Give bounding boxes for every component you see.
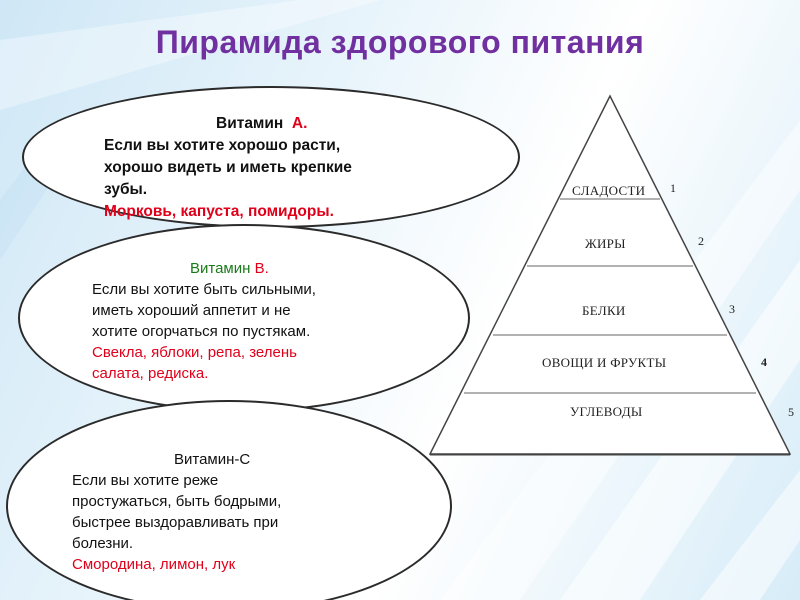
vitamin-a-line: хорошо видеть и иметь крепкие — [104, 159, 352, 176]
vitamin-b-heading: Витамин В. — [190, 260, 269, 277]
vitamin-c-heading: Витамин-С — [174, 451, 251, 468]
vitamin-c-bubble — [6, 400, 452, 600]
vitamin-b-line: Если вы хотите быть сильными, — [92, 281, 316, 298]
food-pyramid — [428, 94, 792, 458]
vitamin-b-foods: Свекла, яблоки, репа, зелень — [92, 344, 297, 361]
pyramid-number-1: 1 — [670, 181, 676, 195]
pyramid-level-vegetables-fruits: ОВОЩИ И ФРУКТЫ — [542, 355, 667, 370]
vitamin-c-line: Если вы хотите реже — [72, 472, 219, 489]
pyramid-level-proteins: БЕЛКИ — [582, 303, 626, 318]
vitamin-a-foods: Морковь, капуста, помидоры. — [104, 203, 334, 220]
vitamin-c-foods: Смородина, лимон, лук — [72, 556, 236, 573]
pyramid-number-3: 3 — [729, 302, 735, 316]
vitamin-b-text: Витамин В. Если вы хотите быть сильными,… — [92, 258, 316, 384]
vitamin-c-line: болезни. — [72, 535, 134, 552]
pyramid-level-carbohydrates: УГЛЕВОДЫ — [570, 404, 643, 419]
pyramid-number-4: 4 — [761, 355, 767, 369]
vitamin-a-heading: Витамин А. — [216, 115, 308, 132]
vitamin-b-bubble — [18, 224, 470, 412]
vitamin-b-line: иметь хороший аппетит и не — [92, 302, 291, 319]
vitamin-b-letter: В. — [254, 260, 269, 277]
vitamin-a-letter: А. — [291, 115, 308, 132]
vitamin-b-foods: салата, редиска. — [92, 365, 209, 382]
vitamin-a-text: Витамин А. Если вы хотите хорошо расти, … — [104, 113, 352, 223]
vitamin-c-line: быстрее выздоравливать при — [72, 514, 279, 531]
pyramid-level-fats: ЖИРЫ — [585, 236, 626, 251]
vitamin-c-line: простужаться, быть бодрыми, — [72, 493, 282, 510]
pyramid-level-sweets: СЛАДОСТИ — [572, 183, 646, 198]
page-title: Пирамида здорового питания — [155, 24, 645, 60]
pyramid-number-2: 2 — [698, 234, 704, 248]
vitamin-b-line: хотите огорчаться по пустякам. — [92, 323, 311, 340]
vitamin-c-text: Витамин-С Если вы хотите реже простужать… — [72, 449, 281, 575]
vitamin-a-bubble — [22, 86, 520, 228]
vitamin-a-line: Если вы хотите хорошо расти, — [104, 137, 341, 154]
pyramid-number-5: 5 — [788, 405, 794, 419]
vitamin-a-line: зубы. — [104, 181, 148, 198]
